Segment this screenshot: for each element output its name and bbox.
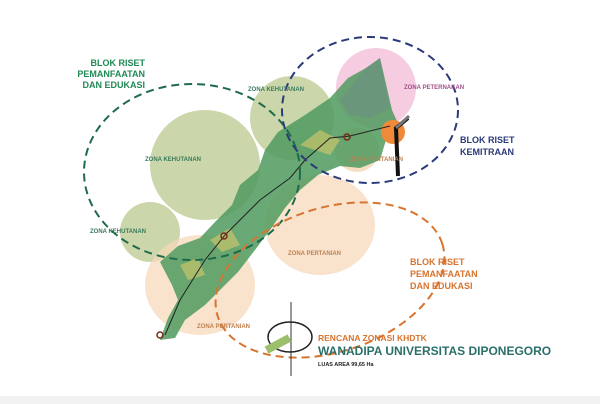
map-area: LUAS AREA 99,65 Ha	[318, 362, 374, 368]
zone-peternakan-label: ZONA PETERNAKAN	[404, 85, 464, 91]
zone-kehutanan-left-label: ZONA KEHUTANAN	[90, 229, 146, 235]
svg-text:DAN EDUKASI: DAN EDUKASI	[82, 80, 145, 90]
block-orange-label: BLOK RISET PEMANFAATAN DAN EDUKASI	[410, 257, 478, 291]
svg-text:BLOK RISET: BLOK RISET	[90, 58, 145, 68]
zone-kehutanan-top-label: ZONA KEHUTANAN	[248, 87, 304, 93]
block-blue-boundary	[281, 36, 459, 184]
block-green-boundary	[83, 83, 301, 261]
svg-text:KEMITRAAN: KEMITRAAN	[460, 147, 514, 157]
svg-text:DAN EDUKASI: DAN EDUKASI	[410, 281, 473, 291]
block-orange-boundary	[214, 201, 446, 359]
svg-text:BLOK RISET: BLOK RISET	[410, 257, 465, 267]
block-green-label: BLOK RISET PEMANFAATAN DAN EDUKASI	[77, 58, 145, 90]
zone-kehutanan-mid-circle	[150, 110, 260, 220]
block-blue-label: BLOK RISET KEMITRAAN	[460, 135, 515, 157]
zone-kehutanan-mid-label: ZONA KEHUTANAN	[145, 157, 201, 163]
zone-pertanian-mid-area	[265, 175, 375, 275]
road	[164, 125, 391, 336]
road-gray	[394, 114, 411, 130]
legend-bar	[264, 334, 292, 354]
land-area	[160, 58, 400, 340]
poi-markers	[156, 133, 351, 339]
zone-pertanian-top-label: ZONA PERTANIAN	[350, 157, 403, 163]
map-subtitle: RENCANA ZONASI KHDTK	[318, 333, 428, 343]
svg-text:BLOK RISET: BLOK RISET	[460, 135, 515, 145]
svg-text:PEMANFAATAN: PEMANFAATAN	[410, 269, 478, 279]
land-highlands	[340, 58, 390, 118]
svg-text:PEMANFAATAN: PEMANFAATAN	[77, 69, 145, 79]
bottom-frame	[0, 396, 600, 404]
land-yellow-patches	[180, 130, 340, 280]
map-title: WANADIPA UNIVERSITAS DIPONEGORO	[318, 344, 551, 358]
legend-ellipse	[267, 321, 313, 353]
zone-pertanian-mid-label: ZONA PERTANIAN	[288, 251, 341, 257]
zone-pertanian-bottom-label: ZONA PERTANIAN	[197, 324, 250, 330]
